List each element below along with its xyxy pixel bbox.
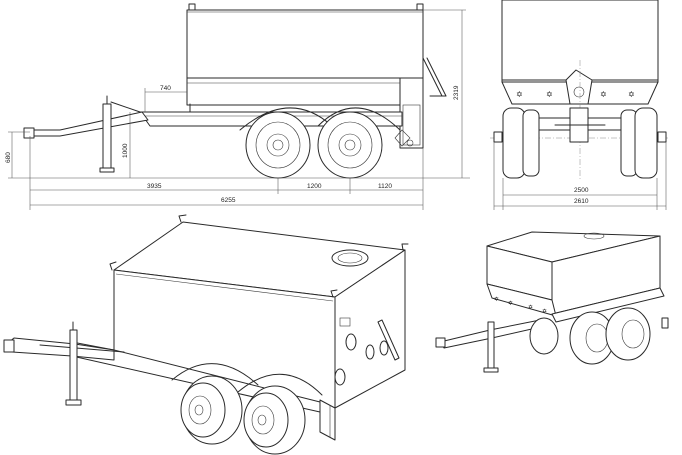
rear-hub-left [493,131,503,143]
iso-tow-bar [7,337,115,361]
dim-1200-label: 1200 [307,183,322,190]
side-jack-stand [102,103,112,171]
iso-fender-front [171,363,259,386]
side-fender-front [239,107,333,131]
iso2-jack-stand [487,321,495,371]
rear-tank-body [501,0,659,83]
rear-wheel-right-outer [634,107,658,179]
iso-wheel-front [180,375,243,445]
dim-6255-label: 6255 [221,197,236,204]
iso2-hitch [435,337,446,348]
rear-light-right-inner: ✡ [600,90,607,99]
rear-wheel-left-inner [522,109,540,177]
rear-wheel-left-outer [502,107,526,179]
iso-view-front [3,214,409,455]
iso2-light-3: ✡ [528,304,533,311]
dim-2319-label: 2319 [453,85,460,100]
iso-lift-eye-1 [109,261,117,271]
side-rear-panel [399,77,424,149]
iso-rear-port-2 [334,368,346,386]
dim-680-label: 680 [5,152,12,163]
side-lift-eye-front [188,3,196,11]
rear-view: ✡ ✡ ✡ ✡ [490,0,668,180]
side-rear-chute [422,57,447,97]
rear-light-left-inner: ✡ [546,90,553,99]
side-view [23,3,447,179]
dim-740-label: 740 [160,85,171,92]
dim-1000-label: 1000 [122,143,129,158]
iso-rear-port-1 [345,333,357,351]
side-tow-bar [29,111,149,137]
side-fender-rear [317,107,401,131]
iso-fender-rear [237,373,323,396]
iso2-wheel-rear [605,307,651,361]
iso2-light-2: ✡ [508,300,513,307]
iso-hitch [3,339,15,353]
iso2-manhole [583,232,605,240]
iso-rear-port-4 [379,340,389,356]
iso-tank-rear [334,249,406,409]
iso-lift-eye-4 [330,289,338,298]
side-view-dimensions: 740 2319 680 1000 3935 1200 1120 6255 [5,9,470,210]
rear-light-left-outer: ✡ [516,90,523,99]
dim-2610-label: 2610 [574,198,589,205]
side-hitch [23,127,35,139]
iso2-frame [551,287,665,323]
rear-view-dimensions: 2500 2610 [493,142,667,210]
iso-lift-eye-3 [401,243,409,251]
iso-rear-port-3 [365,344,375,360]
side-wheel-front [245,111,311,179]
iso-rear-chute [377,319,400,361]
iso2-wheel-far [529,317,559,355]
iso-view-rear: ✡ ✡ ✡ ✡ [435,231,669,373]
dim-1120-label: 1120 [378,183,392,190]
iso2-light-4: ✡ [542,308,547,315]
iso2-light-1: ✡ [494,296,499,303]
side-tank-body [186,9,424,106]
rear-light-right-outer: ✡ [628,90,635,99]
side-lift-eye-rear [416,3,424,11]
rear-hub-right [657,131,667,143]
side-wheel-rear [317,111,383,179]
iso-jack-stand [69,329,78,403]
iso-wheel-rear [243,385,306,455]
dim-3935-label: 3935 [147,183,162,190]
iso2-hub [661,317,669,329]
iso-lift-eye-2 [178,214,187,223]
iso-manhole [331,249,369,267]
dim-2500-label: 2500 [574,187,589,194]
